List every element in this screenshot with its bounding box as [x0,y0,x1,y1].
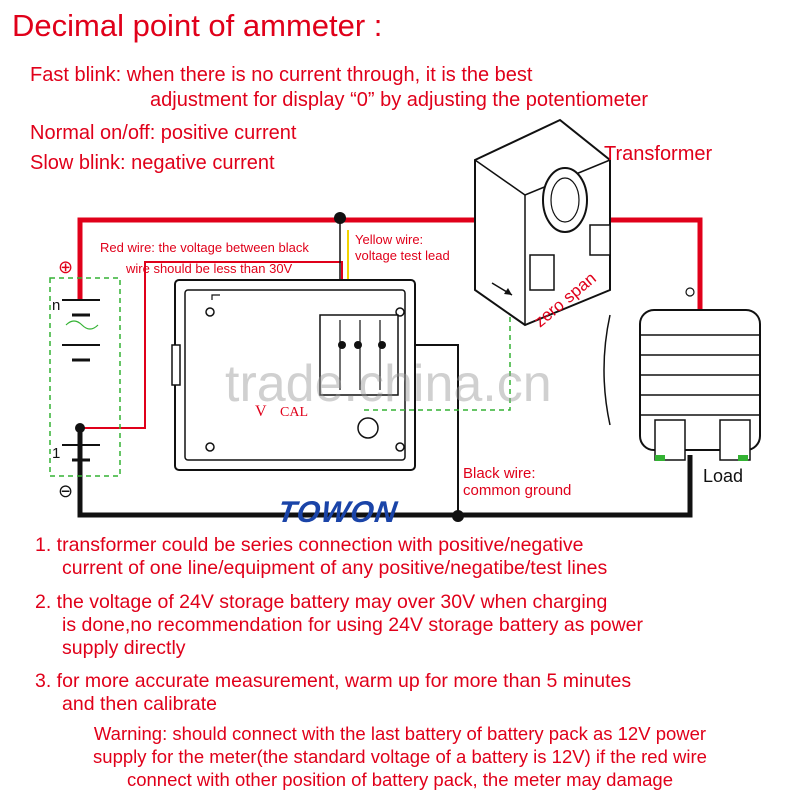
normal-onoff-line: Normal on/off: positive current [30,122,297,144]
red-wire-label-2: wire should be less than 30V [126,261,293,276]
note-1-line-1: 1. transformer could be series connectio… [35,534,584,556]
transformer-icon [474,118,611,327]
fast-blink-line-1: Fast blink: when there is no current thr… [30,64,533,86]
load-motor-icon [603,287,761,461]
load-label: Load [703,466,744,486]
battery-n-label: n [52,297,60,314]
slow-blink-line: Slow blink: negative current [30,152,275,174]
warning-line-1: Warning: should connect with the last ba… [93,723,707,744]
note-1-line-2: current of one line/equipment of any pos… [62,557,608,579]
page-title: Decimal point of ammeter : [12,8,383,43]
black-wire-label-1: Black wire: [463,465,536,482]
brand-logo: TOWON [275,496,400,529]
note-2-line-3: supply directly [62,637,186,659]
yellow-wire-label-2: voltage test lead [355,248,450,263]
note-3-line-2: and then calibrate [62,693,218,715]
watermark: trade.china.cn [225,355,552,413]
warning-line-2: supply for the meter(the standard voltag… [93,746,707,767]
black-wire-label-2: common ground [463,482,572,499]
note-3-line-1: 3. for more accurate measurement, warm u… [35,670,632,692]
meter-body: V CAL [171,279,416,471]
junction-battery [75,423,85,433]
warning-line-3: connect with other position of battery p… [126,769,674,790]
junction-ground [452,510,464,522]
transformer-lead [360,290,511,411]
note-2-line-1: 2. the voltage of 24V storage battery ma… [35,591,608,613]
battery-1-label: 1 [52,445,60,462]
svg-text:V: V [255,403,267,420]
battery-pack [49,277,121,477]
svg-text:CAL: CAL [280,405,308,420]
minus-label: ⊖ [58,481,73,502]
transformer-label: Transformer [604,143,713,165]
red-wire-label-1: Red wire: the voltage between black [100,240,309,255]
fast-blink-line-2: adjustment for display “0” by adjusting … [150,89,649,111]
yellow-wire-label-1: Yellow wire: [355,232,424,247]
plus-label: ⊕ [58,257,73,278]
note-2-line-2: is done,no recommendation for using 24V … [62,614,644,636]
junction-top [334,212,346,224]
